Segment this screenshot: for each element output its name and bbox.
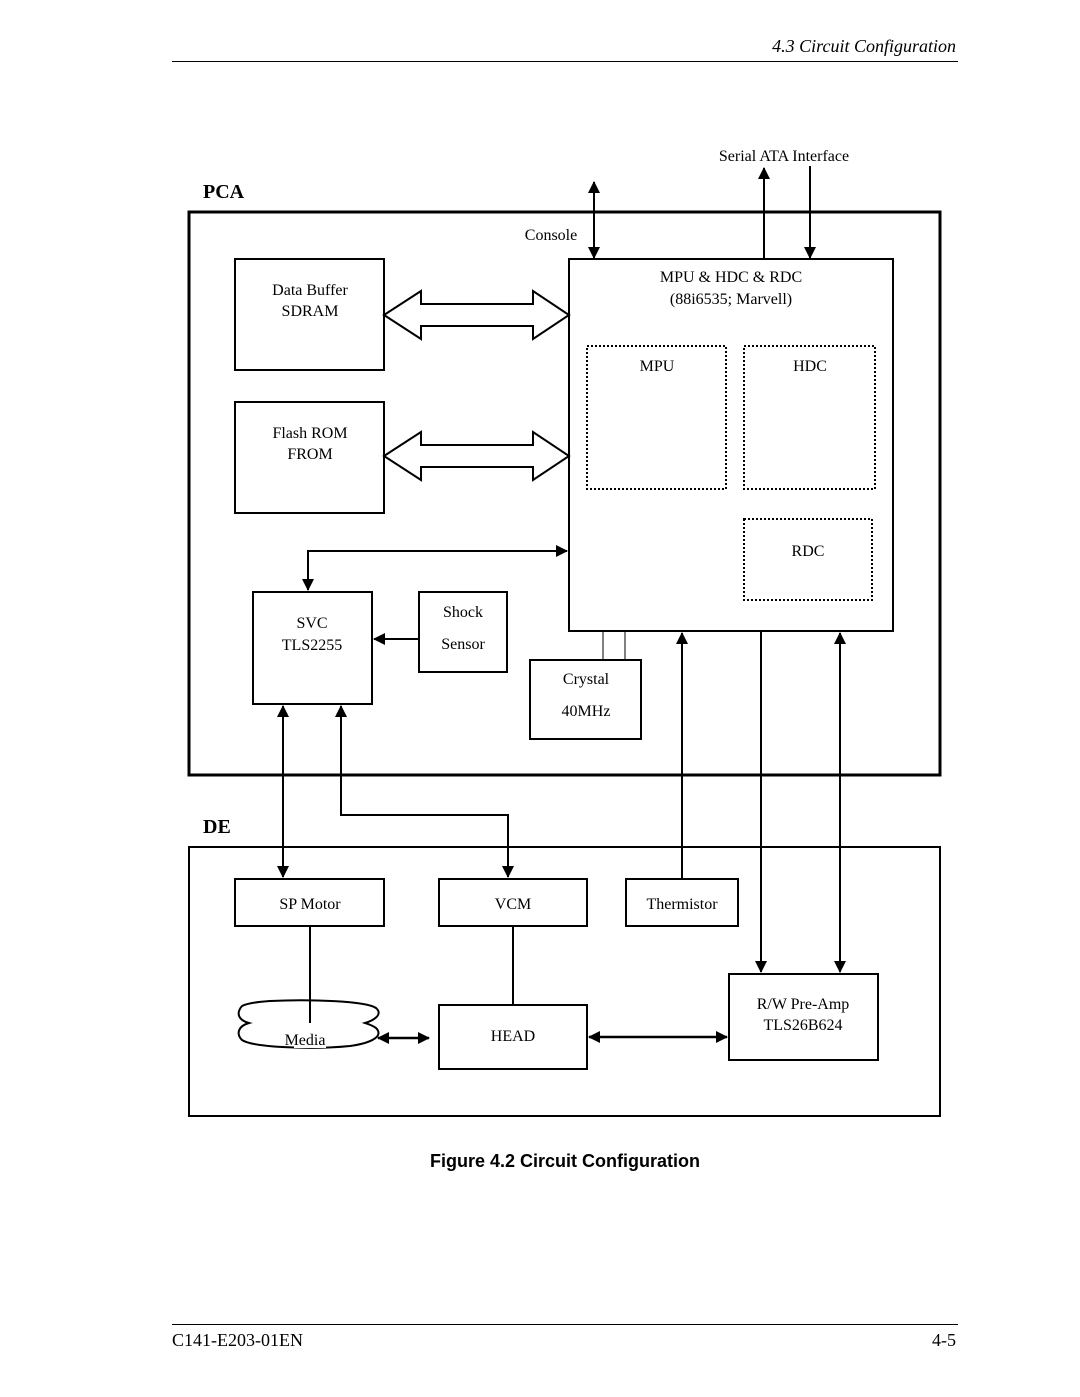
- pca-board: [187, 210, 942, 777]
- svc-label: SVC: [296, 615, 327, 632]
- pca-label: PCA: [203, 181, 245, 203]
- rdc-block: [743, 518, 873, 601]
- crystal-box: [529, 659, 642, 740]
- crystal-freq: 40MHz: [562, 703, 611, 720]
- header-rule: [172, 61, 958, 62]
- section-header: 4.3 Circuit Configuration: [772, 36, 956, 56]
- svc-vcm-arrow: [335, 705, 514, 878]
- shock-sensor-label: Shock: [443, 604, 483, 621]
- buffer-bus-arrow: [382, 289, 571, 341]
- de-label: DE: [203, 816, 231, 838]
- soc-title: MPU & HDC & RDC: [660, 269, 802, 286]
- preamp-label: R/W Pre-Amp: [757, 996, 850, 1013]
- flash-rom-type: FROM: [287, 446, 332, 463]
- media-label-bg: [294, 1030, 326, 1048]
- sp-motor-label: SP Motor: [279, 896, 341, 913]
- thermistor-label: Thermistor: [646, 896, 718, 913]
- vcm-label: VCM: [495, 896, 531, 913]
- data-buffer-label: Data Buffer: [272, 282, 348, 299]
- figure-caption: Figure 4.2 Circuit Configuration: [429, 1151, 700, 1171]
- head-label: HEAD: [491, 1028, 535, 1045]
- data-buffer-type: SDRAM: [282, 303, 339, 320]
- console-label: Console: [525, 227, 577, 244]
- preamp-part: TLS26B624: [763, 1017, 842, 1034]
- preamp-box: [728, 973, 879, 1061]
- footer-rule: [172, 1324, 958, 1325]
- sata-interface-label: Serial ATA Interface: [719, 148, 849, 165]
- svc-soc-arrow: [302, 545, 568, 591]
- document-id: C141-E203-01EN: [172, 1330, 303, 1350]
- page-number: 4-5: [932, 1330, 956, 1350]
- mpu-label: MPU: [640, 358, 675, 375]
- flash-rom-box: [234, 401, 385, 514]
- crystal-label: Crystal: [563, 671, 610, 688]
- soc-box: [568, 258, 894, 632]
- shock-sensor-box: [418, 591, 508, 673]
- flash-bus-arrow: [382, 430, 571, 482]
- svc-box: [252, 591, 373, 705]
- hdc-label: HDC: [793, 358, 827, 375]
- media-label: Media: [285, 1032, 326, 1049]
- mpu-block: [586, 345, 727, 490]
- de-enclosure: [188, 846, 941, 1117]
- svc-part: TLS2255: [282, 637, 342, 654]
- rdc-label: RDC: [792, 543, 825, 560]
- hdc-block: [743, 345, 876, 490]
- shock-sensor-label-2: Sensor: [441, 636, 485, 653]
- soc-subtitle: (88i6535; Marvell): [670, 291, 792, 308]
- flash-rom-label: Flash ROM: [272, 425, 347, 442]
